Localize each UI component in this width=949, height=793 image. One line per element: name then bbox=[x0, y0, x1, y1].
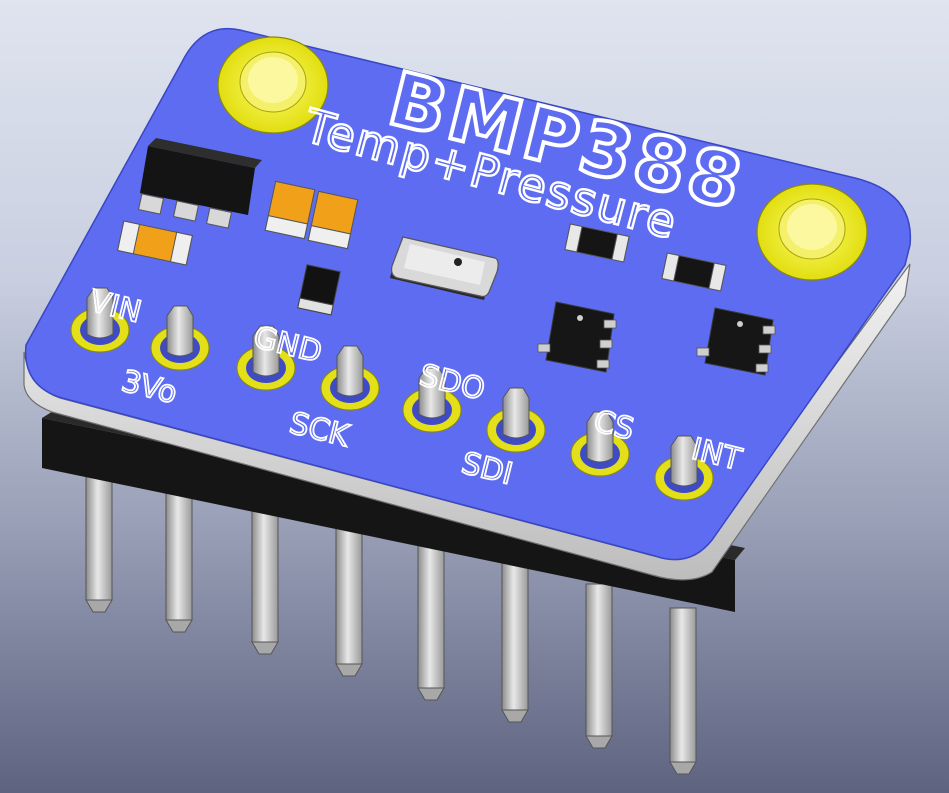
pin-leg-cs bbox=[585, 583, 613, 737]
pin-stub-int bbox=[670, 435, 698, 487]
pin-leg-sdi bbox=[501, 559, 529, 711]
pin-stub-3vo bbox=[166, 305, 194, 357]
pin-tip-sdi bbox=[501, 709, 529, 723]
pressure-sensor-chip bbox=[390, 236, 499, 300]
pin-leg-vin bbox=[85, 459, 113, 601]
header-strip bbox=[42, 418, 735, 612]
level-shifter-u3 bbox=[696, 307, 776, 376]
pin-stub-sck bbox=[336, 345, 364, 397]
resistor-r1 bbox=[297, 264, 341, 316]
header-pin-legs bbox=[85, 459, 697, 775]
capacitor-c2 bbox=[264, 180, 316, 240]
pin-leg-gnd bbox=[251, 497, 279, 643]
pin-leg-3vo bbox=[165, 477, 193, 621]
header-pads bbox=[70, 287, 714, 501]
mounting-hole-right bbox=[756, 183, 868, 281]
resistor-r2 bbox=[564, 223, 630, 263]
mounting-hole-left bbox=[217, 36, 329, 134]
pin-tip-int bbox=[669, 761, 697, 775]
pin-tip-vin bbox=[85, 599, 113, 613]
voltage-regulator bbox=[137, 138, 262, 229]
pin-stub-sdo bbox=[418, 367, 446, 419]
capacitor-c3 bbox=[307, 190, 359, 250]
pin-tip-sck bbox=[335, 663, 363, 677]
pin-stub-gnd bbox=[252, 325, 280, 377]
level-shifter-u2 bbox=[537, 301, 617, 373]
pin-tip-gnd bbox=[251, 641, 279, 655]
pin-leg-sck bbox=[335, 517, 363, 665]
pin-leg-int bbox=[669, 607, 697, 763]
pin-leg-sdo bbox=[417, 539, 445, 689]
pin-stub-sdi bbox=[502, 387, 530, 439]
pin-stub-vin bbox=[86, 287, 114, 339]
pin-tip-cs bbox=[585, 735, 613, 749]
pin-tip-sdo bbox=[417, 687, 445, 701]
pin-tip-3vo bbox=[165, 619, 193, 633]
resistor-r3 bbox=[661, 252, 727, 292]
pin-stub-cs bbox=[586, 411, 614, 463]
capacitor-c1 bbox=[117, 220, 193, 266]
